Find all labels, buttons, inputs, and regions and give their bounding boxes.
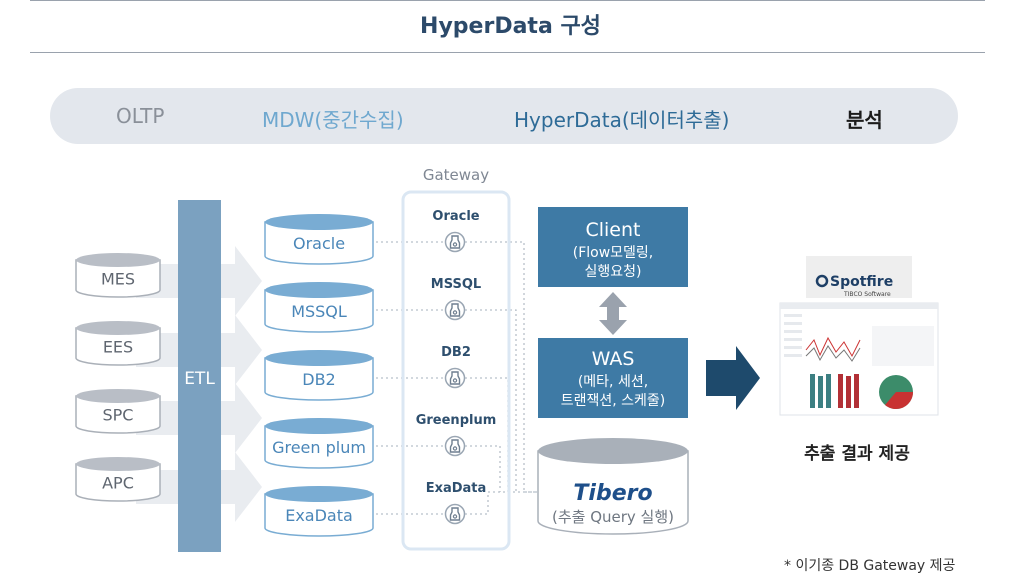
mdw-db-2-label: DB2: [302, 370, 335, 389]
mdw-db-0-label: Oracle: [293, 234, 345, 253]
mdw-db-4-label: ExaData: [285, 506, 353, 525]
was-line-2: 트랜잭션, 스케줄): [561, 393, 666, 409]
mdw-db-3: Green plum: [264, 418, 374, 469]
dashboard-thumbnail: [779, 302, 939, 416]
footnote: * 이기종 DB Gateway 제공: [784, 558, 956, 574]
source-spc-label: SPC: [103, 406, 134, 425]
gateway-plug-icon: [444, 435, 466, 457]
gateway-frame: [401, 190, 511, 551]
tibero-cylinder: [537, 438, 689, 535]
tibero-logo: Tibero: [573, 481, 652, 506]
was-line-1: (메타, 세션,: [578, 374, 648, 390]
gateway-title: Gateway: [423, 166, 489, 184]
spotfire-logo: Spotfire TIBCO Software: [806, 256, 912, 298]
client-box: [538, 207, 688, 287]
source-ees: EES: [75, 321, 161, 366]
mdw-db-1-label: MSSQL: [291, 302, 347, 321]
mdw-db-1: MSSQL: [264, 282, 374, 333]
source-spc: SPC: [75, 389, 161, 434]
gateway-connectors: [376, 241, 538, 515]
source-mes: MES: [75, 253, 161, 298]
mdw-db-2: DB2: [264, 350, 374, 401]
mdw-db-0: Oracle: [264, 214, 374, 265]
gateway-plug-icon: [444, 503, 466, 525]
stage-analysis: 분석: [846, 108, 883, 132]
etl-label: ETL: [184, 369, 215, 389]
spotfire-brand: Spotfire: [830, 274, 893, 290]
stage-mdw: MDW(중간수집): [262, 108, 404, 132]
client-line-2: 실행요청): [585, 264, 642, 280]
client-title: Client: [585, 219, 640, 241]
gateway-item-4-label: ExaData: [426, 481, 487, 496]
source-apc-label: APC: [102, 474, 134, 493]
page-title: HyperData 구성: [420, 14, 601, 39]
stage-band: [50, 88, 958, 144]
stage-oltp: OLTP: [116, 104, 165, 128]
client-was-double-arrow: [599, 292, 627, 335]
client-line-1: (Flow모델링,: [573, 245, 654, 261]
source-apc: APC: [75, 457, 161, 502]
tibero-caption: (추출 Query 실행): [552, 508, 674, 526]
was-box: [538, 338, 688, 418]
gateway-item-1-label: MSSQL: [431, 277, 481, 292]
gateway-item-0-label: Oracle: [432, 209, 479, 224]
gateway-plug-icon: [444, 231, 466, 253]
gateway-plug-icon: [444, 367, 466, 389]
mdw-db-4: ExaData: [264, 486, 374, 537]
top-divider: [30, 0, 985, 1]
source-mes-label: MES: [101, 270, 135, 289]
title-divider: [30, 52, 985, 53]
gateway-item-3-label: Greenplum: [416, 413, 497, 428]
stage-hyperdata: HyperData(데이터추출): [514, 108, 730, 132]
was-title: WAS: [592, 348, 635, 370]
source-ees-label: EES: [103, 338, 133, 357]
mdw-db-3-label: Green plum: [272, 438, 366, 457]
etl-bar: [178, 200, 221, 552]
gateway-plug-icon: [444, 299, 466, 321]
gateway-item-2-label: DB2: [441, 345, 471, 360]
result-label: 추출 결과 제공: [804, 444, 910, 464]
spotfire-sub: TIBCO Software: [843, 291, 891, 298]
analysis-arrow: [706, 346, 760, 410]
